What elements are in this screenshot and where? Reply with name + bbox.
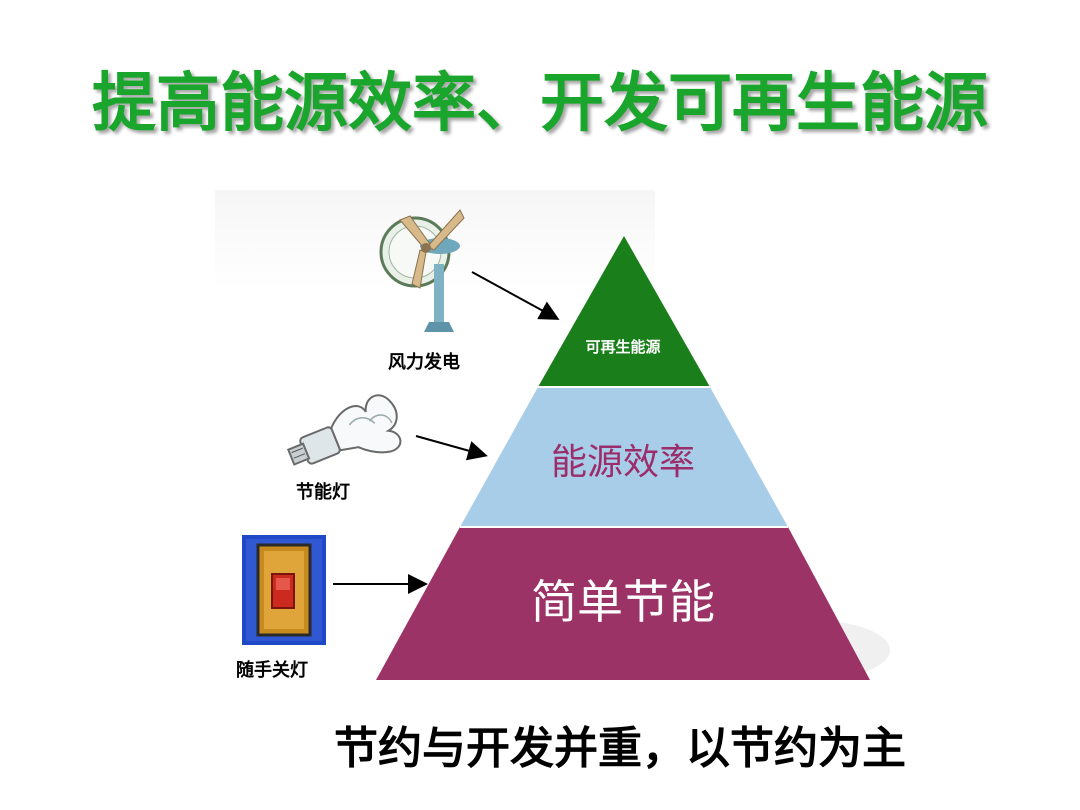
light-switch-icon: [242, 535, 326, 645]
pyramid-middle-tier: [460, 387, 788, 527]
energy-saving-bulb-icon: [286, 394, 402, 466]
pyramid-top-label: 可再生能源: [585, 338, 660, 356]
pyramid-top-tier: [538, 236, 710, 387]
wind-power-caption: 风力发电: [388, 352, 460, 373]
energy-saving-bulb-caption: 节能灯: [296, 482, 350, 503]
slide-title: 提高能源效率、开发可再生能源: [92, 67, 988, 141]
turn-off-lights-caption: 随手关灯: [236, 660, 308, 681]
pyramid-bottom-label: 简单节能: [531, 575, 715, 629]
wind-turbine-icon: [379, 209, 465, 332]
pyramid-middle-label: 能源效率: [551, 442, 695, 483]
pyramid-bottom-tier: [376, 527, 870, 680]
bulb-arrow: [415, 435, 488, 461]
wind-arrow: [471, 271, 560, 320]
footer-slogan: 节约与开发并重，以节约为主: [334, 723, 906, 774]
